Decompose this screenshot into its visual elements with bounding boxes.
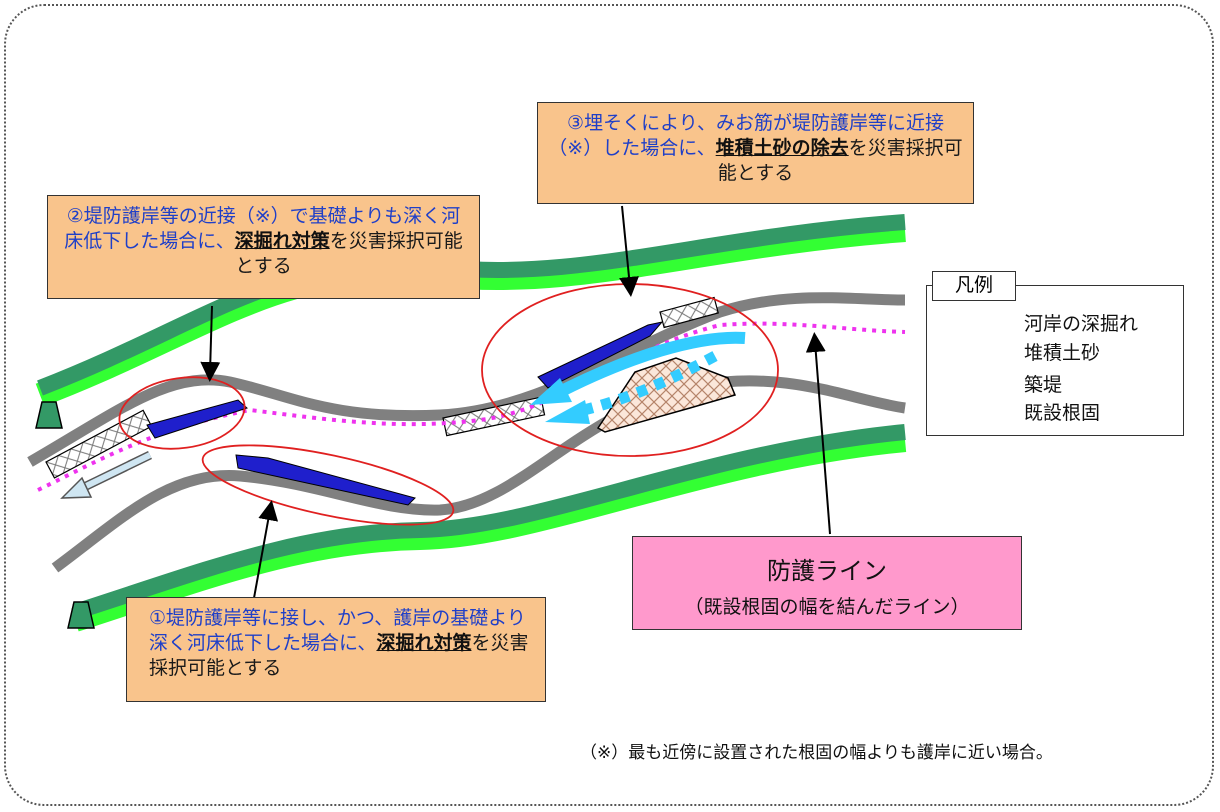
flow-arrow-main <box>547 331 746 403</box>
flow-arrow-main-head <box>530 378 572 405</box>
highlight-ellipse-1 <box>201 444 455 526</box>
diagram-frame <box>4 4 1214 806</box>
legend-box <box>926 285 1184 436</box>
scour-1 <box>235 454 416 506</box>
defense-line-title: 防護ライン <box>767 557 887 585</box>
lower-riverbank <box>51 375 906 573</box>
highlight-ellipse-2 <box>118 376 246 450</box>
upper-riverbank <box>27 292 906 467</box>
levee-end-marker-upper <box>35 401 63 429</box>
lower-levee <box>71 424 907 632</box>
defense-line-box: 防護ライン （既設根固の幅を結んだライン） <box>632 536 1022 630</box>
pointer-arrow-3 <box>619 205 639 297</box>
levee-end-marker-lower <box>67 601 95 629</box>
legend-label-foot-protection: 既設根固 <box>1024 402 1101 424</box>
footnote: （※）最も近傍に設置された根固の幅よりも護岸に近い場合。 <box>580 743 1053 763</box>
pointer-arrow-1 <box>253 500 279 599</box>
legend-label-sediment: 堆積土砂 <box>1024 342 1101 364</box>
defense-line-subtitle: （既設根固の幅を結んだライン） <box>684 596 970 618</box>
pointer-arrow-2 <box>200 305 221 382</box>
pointer-arrow-defense <box>805 332 831 535</box>
callout-case-1: ①堤防護岸等に接し、かつ、護岸の基礎より深く河床低下した場合に、深掘れ対策を災害… <box>126 597 546 702</box>
deposited-sediment <box>596 357 737 433</box>
callout-case-2: ②堤防護岸等の近接（※）で基礎よりも深く河床低下した場合に、深掘れ対策を災害採択… <box>47 195 480 299</box>
legend-title: 凡例 <box>932 271 1016 301</box>
legend-label-levee: 築堤 <box>1024 374 1063 396</box>
scour-3 <box>537 321 664 389</box>
scour-2 <box>146 399 248 439</box>
flow-arrow-dashed-head <box>545 400 590 424</box>
callout-case-3: ③埋そくにより、みお筋が堤防護岸等に近接（※）した場合に、堆積土砂の除去を災害採… <box>537 102 974 204</box>
legend-label-scour: 河岸の深掘れ <box>1024 313 1139 335</box>
